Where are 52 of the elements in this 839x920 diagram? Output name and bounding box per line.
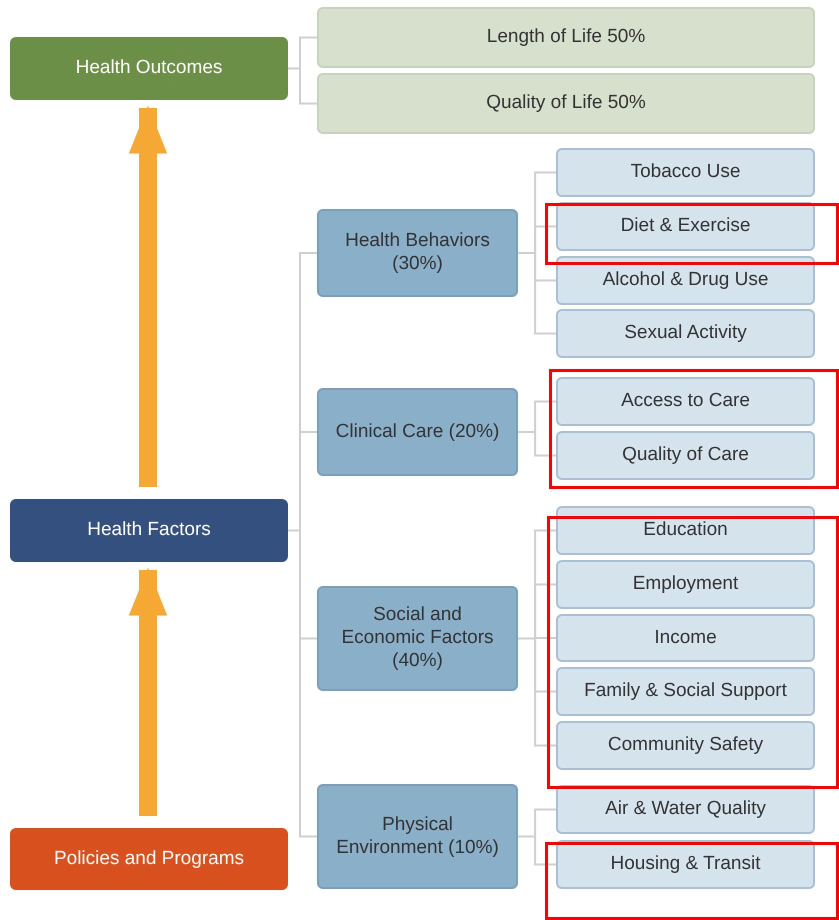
- node-label: Diet & Exercise: [620, 215, 750, 238]
- outcome-box: [10, 37, 288, 100]
- subcategory-box: [556, 202, 815, 251]
- node-label: Health Outcomes: [76, 57, 222, 80]
- subcategory-box: [556, 667, 815, 716]
- subcategory-box: [556, 840, 815, 889]
- node-label: Tobacco Use: [630, 161, 740, 184]
- node-label: Clinical Care (20%): [336, 420, 500, 444]
- connector-line: [288, 68, 317, 104]
- subcategory-box: [556, 785, 815, 834]
- node-label: Sexual Activity: [624, 322, 747, 345]
- node-label: Quality of Care: [622, 444, 749, 467]
- node-label: Health Factors: [87, 519, 211, 542]
- subcategory-box: [556, 309, 815, 358]
- node-label: Income: [654, 626, 717, 650]
- node-label: Access to Care: [621, 390, 750, 413]
- node-label: Employment: [632, 573, 738, 596]
- subcategory-box: [556, 377, 815, 426]
- subcategory-box: [556, 721, 815, 770]
- category-box: [317, 209, 518, 297]
- node-label: Housing & Transit: [610, 853, 760, 876]
- node-label: Air & Water Quality: [605, 798, 766, 821]
- measure-box: [317, 73, 815, 134]
- node-label: Family & Social Support: [584, 680, 787, 703]
- node-label: Social and Economic Factors (40%): [340, 604, 495, 673]
- node-label: Community Safety: [608, 734, 764, 757]
- category-box: [317, 388, 518, 476]
- node-label: Quality of Life 50%: [486, 92, 646, 115]
- node-label: Physical Environment (10%): [335, 814, 500, 860]
- measure-box: [317, 7, 815, 68]
- node-label: Policies and Programs: [54, 848, 244, 870]
- subcategory-box: [556, 148, 815, 197]
- subcategory-box: [556, 431, 815, 480]
- connector-line: [518, 638, 556, 746]
- subcategory-box: [556, 560, 815, 609]
- subcategory-box: [556, 614, 815, 662]
- policy-box: [10, 828, 288, 890]
- subcategory-box: [556, 506, 815, 555]
- connector-line: [518, 431, 556, 456]
- connector-line: [518, 836, 556, 866]
- factor-box: [10, 499, 288, 562]
- subcategory-box: [556, 256, 815, 305]
- connector-line: [518, 252, 556, 334]
- node-label: Alcohol & Drug Use: [602, 269, 768, 292]
- upward-arrow: [128, 106, 168, 487]
- connector-line: [288, 530, 317, 838]
- node-label: Length of Life 50%: [486, 26, 646, 49]
- node-label: Education: [643, 519, 728, 542]
- node-label: Health Behaviors (30%): [344, 230, 491, 276]
- category-box: [317, 784, 518, 889]
- category-box: [317, 586, 518, 691]
- upward-arrow: [128, 568, 168, 816]
